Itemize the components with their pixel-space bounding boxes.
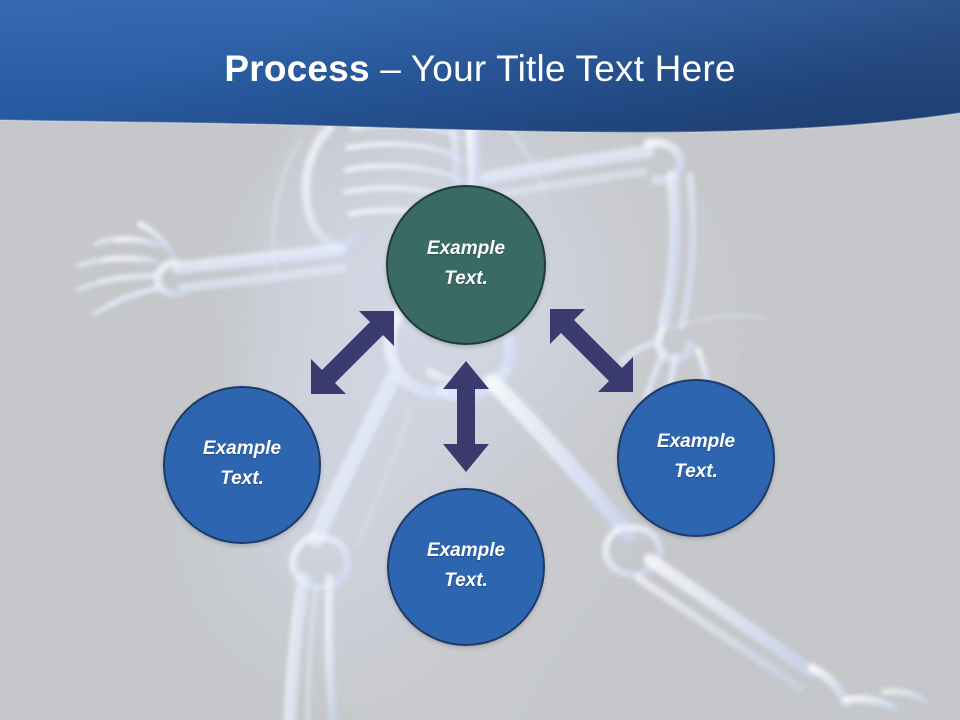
arrow-vertical-icon: [443, 361, 489, 472]
process-node-top[interactable]: Example Text.: [386, 185, 546, 345]
process-node-left-label: Example Text.: [202, 438, 282, 489]
process-node-bottom-label: Example Text.: [426, 540, 506, 591]
arrow-top-left-icon: [311, 311, 394, 394]
page-title-bold: Process: [224, 48, 370, 89]
page-title-rest: – Your Title Text Here: [369, 48, 736, 89]
process-node-bottom[interactable]: Example Text.: [387, 488, 545, 646]
process-node-left[interactable]: Example Text.: [163, 386, 321, 544]
header-band: [0, 0, 960, 150]
page-title: Process – Your Title Text Here: [0, 47, 960, 91]
arrow-top-right-icon: [550, 309, 633, 392]
process-node-right[interactable]: Example Text.: [617, 379, 775, 537]
process-node-top-label: Example Text.: [426, 238, 506, 289]
process-node-right-label: Example Text.: [656, 431, 736, 482]
